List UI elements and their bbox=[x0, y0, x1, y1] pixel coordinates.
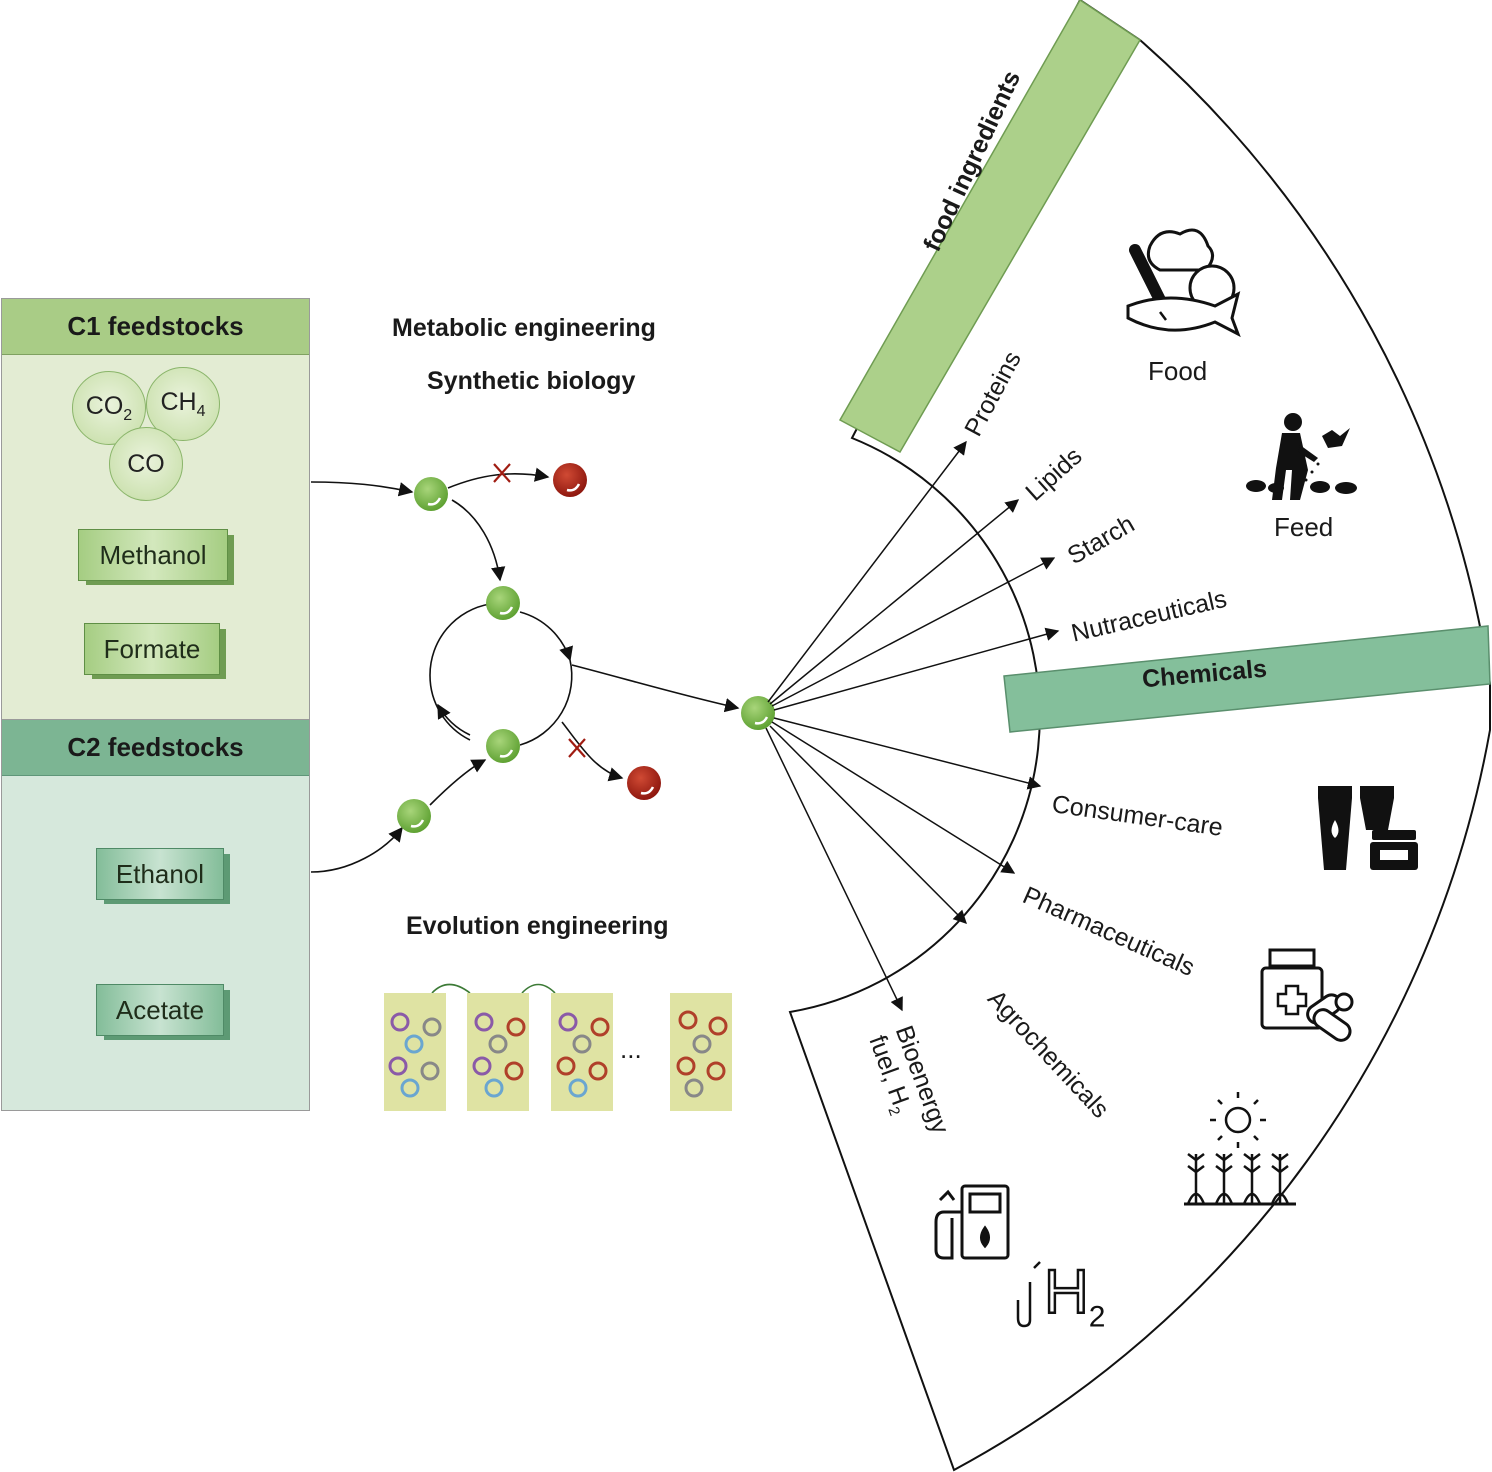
metabolic-pathway bbox=[429, 467, 740, 806]
ch4-label: CH4 bbox=[160, 387, 206, 420]
co2-label: CO2 bbox=[85, 391, 133, 424]
acetate-box: Acetate bbox=[96, 984, 224, 1036]
food-caption: Food bbox=[1148, 356, 1208, 386]
methanol-box: Methanol bbox=[78, 529, 228, 581]
culture-block-1 bbox=[384, 993, 446, 1111]
consumer-care-icon bbox=[1318, 786, 1418, 870]
pathway-nodes bbox=[397, 463, 775, 833]
feed-caption: Feed bbox=[1274, 512, 1334, 542]
c2-feedstocks-panel: C2 feedstocks Ethanol Acetate bbox=[1, 720, 310, 1111]
c1-input-arrow bbox=[310, 481, 414, 497]
co-gas-circle: CO bbox=[109, 427, 183, 501]
food-ingredients-band bbox=[838, 0, 1142, 454]
node-green-hub bbox=[741, 696, 775, 730]
agrochemicals-icon bbox=[1184, 1092, 1296, 1206]
node-green-entry-c1 bbox=[414, 477, 448, 511]
pathway-block-marks bbox=[493, 463, 586, 758]
product-arrows bbox=[765, 440, 1060, 1012]
node-red-byproduct-1 bbox=[553, 463, 587, 497]
feed-icon bbox=[1246, 413, 1357, 500]
metabolic-engineering-title: Metabolic engineering bbox=[392, 314, 656, 342]
culture-block-2 bbox=[467, 993, 529, 1111]
synthetic-biology-title: Synthetic biology bbox=[427, 367, 636, 395]
product-fan-sector bbox=[788, 0, 1491, 1472]
c2-feedstocks-header: C2 feedstocks bbox=[2, 720, 309, 776]
c1-feedstocks-header: C1 feedstocks bbox=[2, 299, 309, 355]
culture-block-3 bbox=[551, 993, 613, 1111]
evolution-cultures bbox=[384, 983, 732, 1111]
pharmaceuticals-icon bbox=[1260, 948, 1354, 1042]
co-label: CO bbox=[127, 449, 165, 478]
ethanol-box: Ethanol bbox=[96, 848, 224, 900]
fuel-pump-icon bbox=[934, 1184, 1010, 1260]
h2-symbol: H2 bbox=[1043, 1258, 1106, 1334]
node-green-cycle-bottom bbox=[486, 729, 520, 763]
chemicals-band bbox=[1003, 625, 1491, 733]
h2-icon bbox=[1016, 1261, 1041, 1328]
evolution-ellipsis: ... bbox=[620, 1034, 642, 1064]
c2-input-arrow bbox=[310, 826, 403, 873]
c1-feedstocks-panel: C1 feedstocks CO2 CH4 CO Methanol Format… bbox=[1, 298, 310, 720]
node-red-byproduct-2 bbox=[627, 766, 661, 800]
formate-box: Formate bbox=[84, 623, 220, 675]
food-icon bbox=[1126, 228, 1241, 338]
node-green-entry-c2 bbox=[397, 799, 431, 833]
evolution-engineering-title: Evolution engineering bbox=[406, 912, 669, 940]
culture-block-n bbox=[670, 993, 732, 1111]
node-green-cycle-top bbox=[486, 586, 520, 620]
ch4-gas-circle: CH4 bbox=[146, 367, 220, 441]
